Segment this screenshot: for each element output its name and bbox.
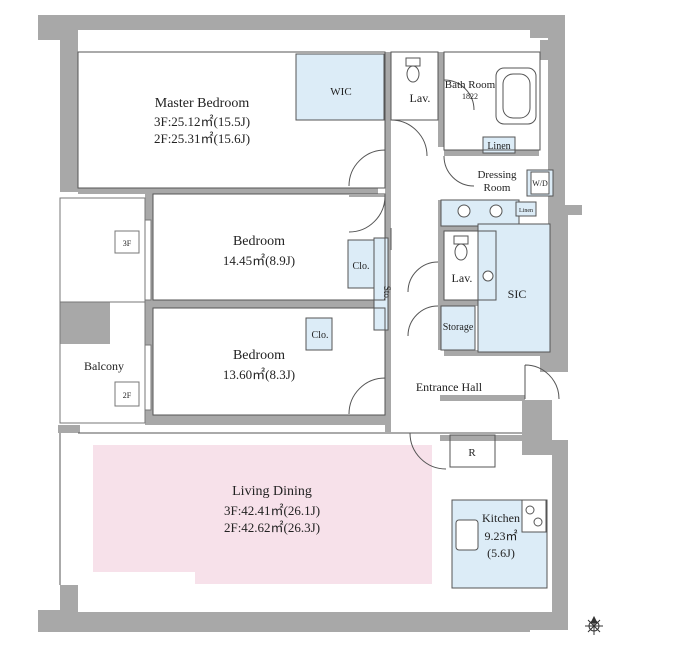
- toilet-icon-2: [453, 235, 469, 245]
- sink-icon-2: [457, 204, 471, 218]
- refrigerator-label: R: [468, 447, 476, 459]
- lav-top-label: Lav.: [410, 91, 431, 105]
- toilet-icon: [405, 57, 421, 67]
- linen-small-fill: [515, 201, 537, 217]
- door-bath: [443, 79, 475, 111]
- wd-label: W/D: [532, 179, 548, 188]
- room-labels: Master Bedroom 3F:25.12㎡(15.5J) 2F:25.31…: [84, 79, 548, 560]
- balcony-area: [59, 197, 152, 424]
- entrance-hall-label: Entrance Hall: [416, 380, 483, 394]
- door-entrance: [524, 364, 560, 400]
- living-dining-area-2f: 2F:42.62㎡(26.3J): [224, 520, 320, 535]
- sink-icon-3: [489, 204, 503, 218]
- wd-icon: [530, 171, 550, 195]
- door-storage: [407, 305, 439, 337]
- balcony-floor-markers: 3F 2F: [114, 230, 140, 407]
- stove-icon: [521, 499, 547, 533]
- door-bed2: [348, 377, 386, 415]
- linen-small-label: Linen: [519, 208, 533, 214]
- bath-room-size: 1822: [462, 92, 478, 101]
- living-dining-area-3f: 3F:42.41㎡(26.1J): [224, 503, 320, 518]
- sink-icon: [482, 270, 494, 282]
- bedroom-1-name: Bedroom: [233, 234, 285, 249]
- kitchen-jo: (5.6J): [487, 546, 515, 560]
- wic-fill: [295, 53, 385, 121]
- dressing-line-1: Dressing: [477, 169, 517, 181]
- dressing-line-2: Room: [484, 182, 511, 194]
- bedroom-2-name: Bedroom: [233, 348, 285, 363]
- master-bedroom-name: Master Bedroom: [155, 96, 250, 111]
- door-master: [348, 149, 386, 187]
- living-dining-name: Living Dining: [232, 484, 312, 499]
- fixtures: [405, 57, 550, 551]
- wic-label: WIC: [330, 86, 351, 98]
- interior-lines: [59, 51, 547, 585]
- kitchen-name: Kitchen: [482, 511, 520, 525]
- linen-top-fill: [482, 136, 516, 154]
- vanity-fill: [440, 199, 520, 227]
- door-lav: [390, 119, 428, 157]
- door-lav-mid: [407, 261, 439, 293]
- sic-label: SIC: [508, 287, 527, 301]
- master-bedroom-area-3f: 3F:25.12㎡(15.5J): [154, 114, 250, 129]
- sic-fill: [477, 223, 551, 353]
- balcony-3f-label: 3F: [123, 239, 132, 248]
- lav-mid-label: Lav.: [452, 271, 473, 285]
- bedroom-2-area: 13.60㎡(8.3J): [223, 367, 295, 382]
- kitchen-area: 9.23㎡: [484, 529, 517, 543]
- sto-label: Sto.: [382, 286, 392, 300]
- linen-top-label: Linen: [487, 141, 510, 152]
- balcony-name: Balcony: [84, 359, 124, 373]
- compass-icon: [585, 615, 603, 635]
- kitchen-sink-icon: [455, 519, 479, 551]
- door-bed1: [348, 195, 386, 233]
- door-living: [409, 432, 447, 470]
- clo-1-label: Clo.: [353, 261, 370, 272]
- clo2-fill: [305, 317, 333, 351]
- doors: [348, 79, 560, 470]
- door-dress: [443, 155, 475, 187]
- clo-2-label: Clo.: [312, 330, 329, 341]
- storage-label: Storage: [443, 322, 474, 333]
- storage-fill: [440, 305, 476, 351]
- bedroom-1-area: 14.45㎡(8.9J): [223, 253, 295, 268]
- sto-fill: [373, 237, 389, 331]
- bath-room-name: Bath Room: [445, 79, 496, 91]
- storage-fills: [295, 53, 554, 589]
- living-dining-floor: [93, 445, 432, 584]
- master-bedroom-area-2f: 2F:25.31㎡(15.6J): [154, 131, 250, 146]
- balcony-2f-label: 2F: [123, 391, 132, 400]
